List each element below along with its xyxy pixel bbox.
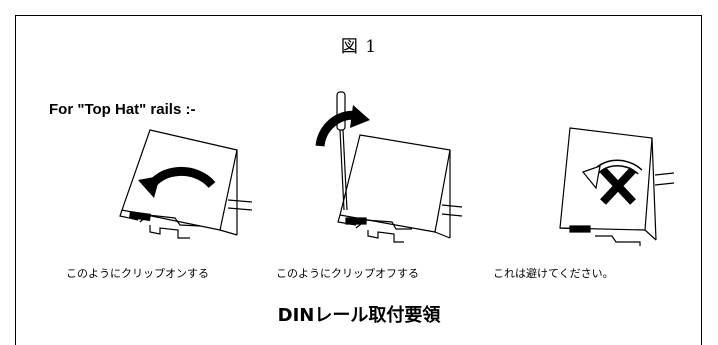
rotate-arrow-icon — [138, 167, 216, 198]
prohibited-cross-icon — [600, 167, 636, 205]
curved-arrow-icon — [315, 105, 370, 147]
rails-label: For "Top Hat" rails :- — [49, 101, 196, 118]
clip-off-illustration — [315, 91, 463, 243]
avoid-illustration — [559, 127, 675, 246]
clip-on-illustration — [119, 129, 253, 239]
figure-title: 図 1 — [340, 37, 378, 57]
bottom-title: DINレール取付要領 — [277, 305, 441, 326]
figure-frame — [15, 15, 702, 345]
caption-avoid: これは避けてください。 — [493, 267, 614, 280]
caption-clip-on: このようにクリップオンする — [66, 267, 209, 280]
caption-clip-off: このようにクリップオフする — [276, 267, 419, 280]
rotate-outline-arrow-icon — [581, 159, 643, 190]
